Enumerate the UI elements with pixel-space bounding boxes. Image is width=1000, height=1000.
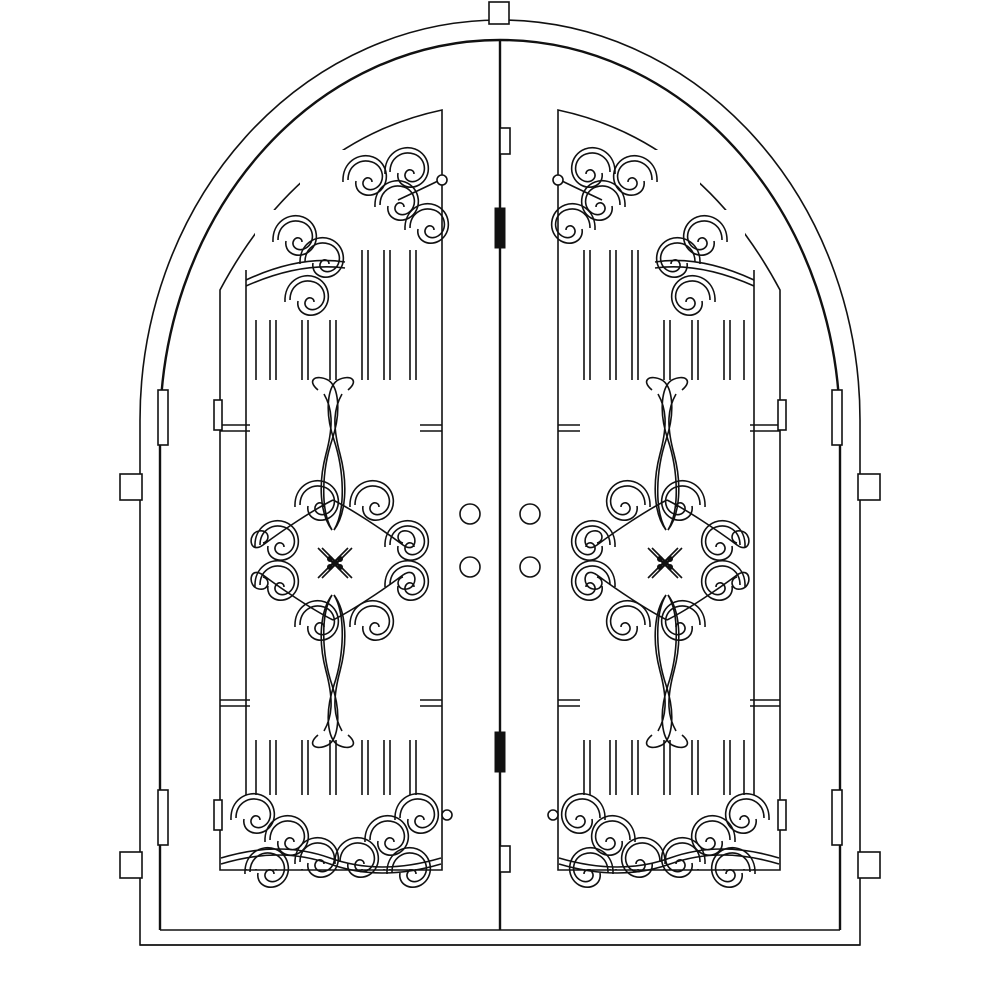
- handle-bores: [459, 503, 541, 578]
- center-latches: [494, 127, 511, 873]
- right-glass-panel: [548, 110, 786, 887]
- left-glass-panel: [214, 110, 452, 887]
- mounting-tabs: [119, 1, 881, 879]
- hinges: [157, 389, 843, 846]
